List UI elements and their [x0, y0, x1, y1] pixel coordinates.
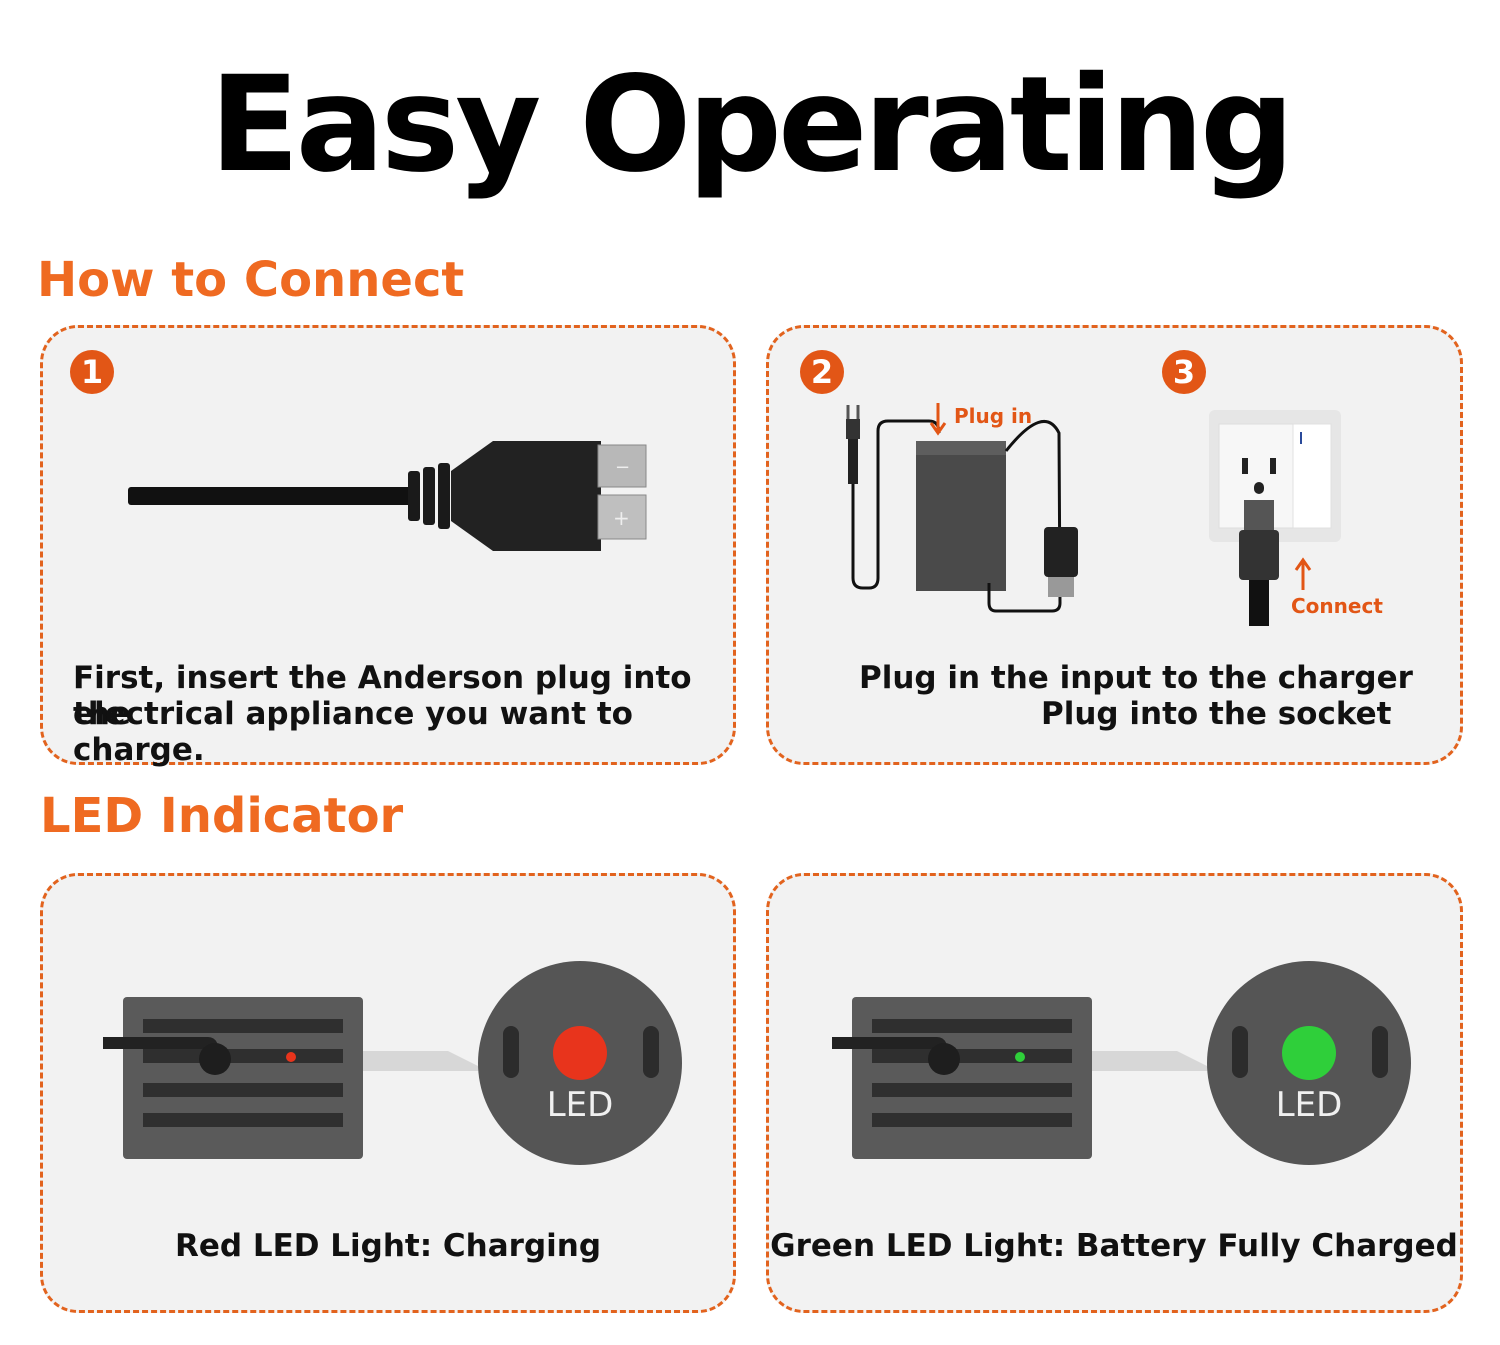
step1-panel: 1 − + First, insert the Anderson plug in…: [40, 325, 736, 768]
led-red-panel: LED Red LED Light: Charging: [40, 873, 736, 1313]
led-red-badge-text: LED: [547, 1085, 614, 1125]
anderson-plug-image: − +: [128, 441, 647, 551]
svg-text:−: −: [615, 457, 630, 478]
step1-caption-line2: electrical appliance you want to charge.: [73, 696, 633, 768]
step2-badge: 2: [800, 350, 844, 394]
charger-plug-in-image: [846, 403, 1078, 613]
step2-caption: Plug in the input to the charger: [859, 660, 1413, 696]
wall-socket-image: [1209, 410, 1341, 626]
led-green-badge-text: LED: [1276, 1085, 1343, 1125]
step3-caption: Plug into the socket: [1041, 696, 1392, 732]
plug-in-label: Plug in: [954, 404, 1033, 428]
section-heading-led: LED Indicator: [40, 788, 404, 844]
led-green-panel: LED Green LED Light: Battery Fully Charg…: [766, 873, 1463, 1313]
step23-panel: 2 3 Plug in Connect Plug in the input to…: [766, 325, 1463, 765]
page-title: Easy Operating: [209, 48, 1294, 202]
section-heading-connect: How to Connect: [37, 252, 465, 308]
connect-label: Connect: [1291, 594, 1383, 618]
charger-green-led-image: LED: [832, 961, 1411, 1165]
led-red-caption: Red LED Light: Charging: [174, 1228, 602, 1264]
step1-caption-line1: First, insert the Anderson plug into the: [73, 660, 692, 732]
step1-badge: 1: [70, 350, 114, 394]
step3-badge: 3: [1162, 350, 1206, 394]
led-green-caption: Green LED Light: Battery Fully Charged: [770, 1228, 1458, 1264]
svg-text:+: +: [613, 506, 630, 530]
charger-red-led-image: LED: [103, 961, 682, 1165]
connect-arrow-icon: [1294, 557, 1312, 590]
